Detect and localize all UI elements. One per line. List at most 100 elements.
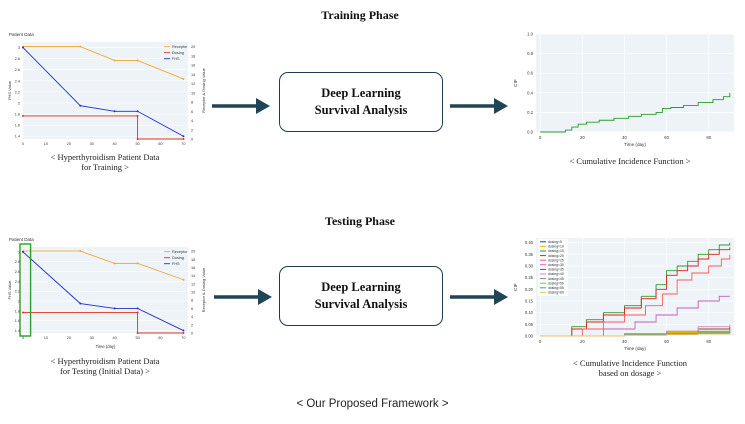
training-arrow-2	[450, 98, 508, 114]
x-tick-label: 0	[22, 142, 24, 146]
y2-tick-label: 12	[191, 282, 195, 286]
y2-tick-label: 20	[191, 250, 195, 254]
series-point-receptor	[182, 278, 185, 281]
y-tick-label: 2.4	[15, 79, 20, 83]
y2-axis-label: Receptor & Dosing Value	[201, 67, 206, 112]
y-tick-label: 1.4	[15, 329, 20, 333]
plot-area	[23, 247, 188, 333]
legend-label: dosing=10	[548, 245, 564, 249]
series-point-fhs	[182, 329, 185, 332]
testing-right-caption: < Cumulative Incidence Function based on…	[540, 358, 720, 378]
testing-deep-learning-box: Deep Learning Survival Analysis	[279, 266, 443, 326]
y-tick-label: 0.40	[525, 240, 534, 245]
y-tick-label: 2.6	[15, 270, 20, 274]
chart-title: Patient Data	[9, 32, 34, 37]
x-tick-label: 40	[113, 142, 117, 146]
y-tick-label: 1.0	[527, 32, 533, 37]
y-tick-label: 0.00	[525, 334, 534, 339]
testing-phase-title: Testing Phase	[325, 214, 395, 228]
testing-left-caption: < Hyperthyroidism Patient Data for Testi…	[20, 356, 190, 376]
y-tick-label: 0.0	[527, 130, 533, 135]
testing-right-caption-line2: based on dosage >	[598, 368, 662, 378]
series-point-dosing	[136, 138, 139, 140]
series-point-dosing	[182, 332, 185, 334]
legend-label: dosing=50	[548, 281, 564, 285]
series-point-fhs	[22, 46, 24, 49]
series-point-fhs	[136, 110, 139, 113]
y2-tick-label: 14	[191, 73, 195, 77]
y-tick-label: 2.6	[15, 68, 20, 72]
y2-tick-label: 20	[191, 45, 195, 49]
legend-label: FHS	[172, 262, 180, 266]
y-tick-label: 2.4	[15, 280, 20, 284]
training-patient-chart: Patient Data1.41.61.822.22.42.62.8302468…	[7, 32, 206, 146]
legend-label: dosing=45	[548, 277, 564, 281]
x-tick-label: 60	[664, 135, 669, 140]
series-point-dosing	[22, 311, 24, 314]
y2-tick-label: 4	[191, 315, 193, 319]
y2-tick-label: 8	[191, 299, 193, 303]
y-tick-label: 0.8	[527, 51, 533, 56]
x-axis-label: Time (day)	[624, 142, 646, 147]
x-tick-label: 20	[580, 135, 585, 140]
series-point-fhs	[113, 110, 116, 113]
y-tick-label: 2.8	[15, 57, 20, 61]
series-point-dosing	[22, 114, 24, 117]
series-point-fhs	[22, 250, 24, 253]
legend-label: Receptor	[172, 250, 188, 254]
legend-background	[538, 239, 568, 297]
series-point-fhs	[79, 104, 82, 107]
series-point-fhs	[113, 307, 116, 310]
legend-label: dosing=55	[548, 286, 564, 290]
training-left-caption: < Hyperthyroidism Patient Data for Train…	[20, 152, 190, 172]
testing-left-caption-line1: < Hyperthyroidism Patient Data	[50, 356, 160, 366]
x-tick-label: 60	[158, 336, 162, 340]
training-box-line1: Deep Learning	[321, 86, 401, 100]
series-line-dosing	[23, 115, 184, 140]
series-point-dosing	[136, 114, 139, 117]
legend-label: dosing=40	[548, 272, 564, 276]
series-point-receptor	[113, 59, 116, 62]
y-tick-label: 2.2	[15, 290, 20, 294]
y2-tick-label: 10	[191, 291, 195, 295]
x-tick-label: 50	[135, 142, 139, 146]
x-tick-label: 60	[664, 339, 669, 344]
y-tick-label: 1.8	[15, 113, 20, 117]
y2-tick-label: 0	[191, 332, 193, 336]
x-tick-label: 70	[181, 336, 185, 340]
training-arrow-1	[212, 98, 270, 114]
series-point-dosing	[182, 138, 185, 140]
x-tick-label: 60	[158, 142, 162, 146]
x-tick-label: 20	[67, 142, 71, 146]
series-point-receptor	[113, 262, 116, 265]
legend-label: dosing=5	[548, 240, 562, 244]
series-point-fhs	[182, 135, 185, 138]
x-tick-label: 20	[580, 339, 585, 344]
testing-arrow-1	[214, 289, 272, 305]
y-tick-label: 0.35	[525, 252, 534, 257]
y-tick-label: 0.2	[527, 110, 533, 115]
legend-label: dosing=35	[548, 268, 564, 272]
y-tick-label: 1.8	[15, 309, 20, 313]
cif-series-line-dosing-30	[540, 295, 730, 337]
x-tick-label: 20	[67, 336, 71, 340]
legend-label: dosing=25	[548, 258, 564, 262]
x-tick-label: 30	[90, 336, 94, 340]
cif-series-line-dosing-20	[540, 247, 731, 337]
y2-tick-label: 4	[191, 119, 193, 123]
y-axis-label: CIF	[513, 283, 519, 291]
y-tick-label: 0.25	[525, 275, 534, 280]
cif-series-line-dosing-25	[540, 254, 731, 337]
testing-arrow-2	[450, 289, 508, 305]
y-tick-label: 0.6	[527, 71, 533, 76]
y-tick-label: 2	[18, 300, 20, 304]
x-axis-label: Time (day)	[96, 344, 116, 349]
y2-tick-label: 10	[191, 91, 195, 95]
chart-title: Patient Data	[9, 237, 34, 242]
y-axis-label: FHS Value	[7, 280, 12, 300]
series-point-receptor	[79, 45, 82, 48]
training-right-caption: < Cumulative Incidence Function >	[540, 156, 720, 166]
x-tick-label: 40	[113, 336, 117, 340]
